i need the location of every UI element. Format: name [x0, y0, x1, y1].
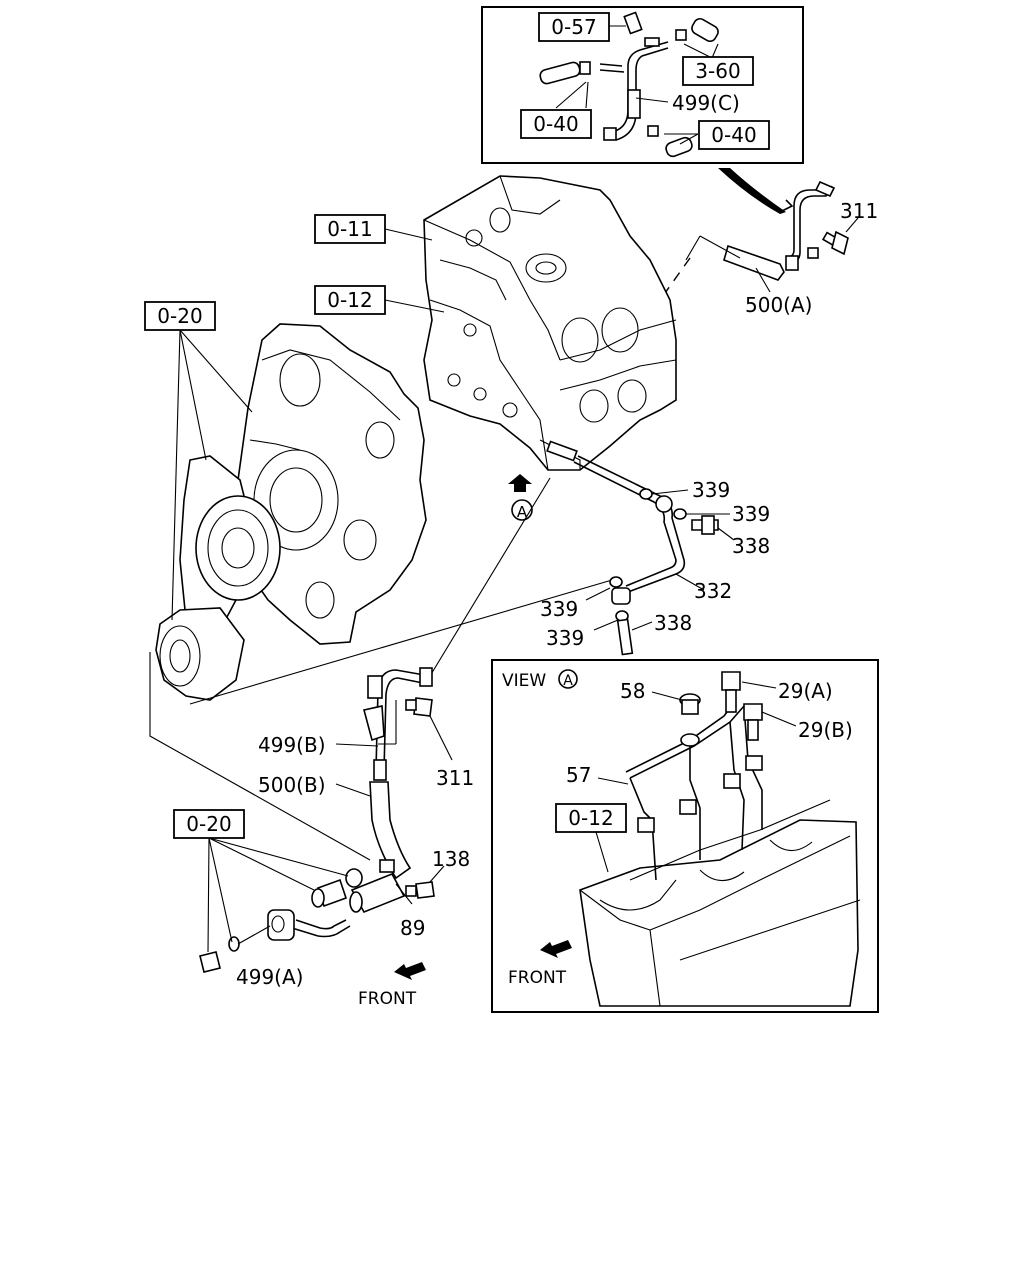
inset-frame — [481, 6, 804, 164]
bolt-311-top — [831, 230, 849, 256]
ref-057: 0-57 — [551, 15, 596, 39]
ref-box-360 — [682, 56, 754, 86]
washer-339-a — [639, 488, 653, 500]
ref-020-bottom: 0-20 — [186, 812, 231, 836]
part-label-311-mid: 311 — [436, 766, 474, 790]
view-a-frame — [491, 659, 879, 1013]
part-label-339-c: 339 — [540, 597, 578, 621]
ref-box-057 — [538, 12, 610, 42]
pipe-assembly-top-right: 311 500(A) — [659, 180, 878, 317]
inset-pointer — [718, 168, 786, 214]
part-label-138: 138 — [432, 847, 470, 871]
part-label-339-d: 339 — [546, 626, 584, 650]
part-label-89: 89 — [400, 916, 425, 940]
part-label-339-a: 339 — [692, 478, 730, 502]
ref-box-012-view — [555, 803, 627, 833]
washer-339-b — [673, 508, 687, 520]
view-a-title-marker: A — [563, 673, 573, 689]
hose-500b — [369, 781, 412, 880]
ref-360: 3-60 — [695, 59, 740, 83]
part-label-339-b: 339 — [732, 502, 770, 526]
bolt-29b — [743, 703, 763, 721]
fitting-040-left — [539, 61, 581, 85]
front-arrow-main — [394, 962, 426, 980]
bolt-338-b — [616, 618, 634, 656]
ref-box-020-top — [144, 301, 216, 331]
ref-box-040-right — [698, 120, 770, 150]
ref-box-011 — [314, 214, 386, 244]
front-label-main: FRONT — [358, 989, 417, 1009]
part-label-499b: 499(B) — [258, 733, 326, 757]
pipe-499c-outline — [611, 41, 669, 133]
pipe-332 — [577, 455, 686, 593]
part-label-499a: 499(A) — [236, 965, 303, 989]
ref-011: 0-11 — [327, 217, 372, 241]
part-label-500b: 500(B) — [258, 773, 326, 797]
front-cover-assembly — [155, 323, 427, 701]
view-a-inset: VIEW A 58 29(A) — [491, 659, 879, 1013]
ref-012: 0-12 — [327, 288, 372, 312]
bolt-29a — [721, 671, 741, 691]
ref-040-left: 0-40 — [533, 112, 578, 136]
part-label-332: 332 — [694, 579, 732, 603]
view-a-marker-circle — [511, 499, 533, 521]
washer-339-c — [609, 576, 623, 588]
fitting-360 — [691, 17, 719, 43]
ref-020-top: 0-20 — [157, 304, 202, 328]
pipe-332-assembly: 339 339 338 332 339 339 338 — [540, 455, 770, 656]
view-a-arrow — [508, 474, 532, 492]
plug-58 — [681, 699, 699, 715]
inset-pipe-499c: 0-57 3-60 499(C) 0-40 0-40 — [481, 6, 804, 164]
part-label-338-b: 338 — [654, 611, 692, 635]
part-label-311-top: 311 — [840, 199, 878, 223]
part-label-29a: 29(A) — [778, 679, 833, 703]
pipe-499b-assembly: 311 499(B) 500(B) 89 138 499(A) — [199, 667, 474, 989]
part-label-57: 57 — [566, 763, 591, 787]
view-a-marker: A — [517, 503, 528, 521]
bolt-138 — [415, 881, 435, 899]
part-label-499c: 499(C) — [672, 91, 740, 115]
ref-box-040-left — [520, 109, 592, 139]
ref-040-right: 0-40 — [711, 123, 756, 147]
ref-box-012 — [314, 285, 386, 315]
part-label-338-a: 338 — [732, 534, 770, 558]
block-section — [579, 819, 859, 1007]
hose-500a — [723, 244, 785, 281]
view-a-title: VIEW — [502, 671, 546, 691]
part-label-29b: 29(B) — [798, 718, 853, 742]
ref-012-view: 0-12 — [568, 806, 613, 830]
engine-block — [423, 175, 677, 471]
front-arrow-view — [540, 940, 572, 958]
front-label-view: FRONT — [508, 968, 567, 988]
part-label-58: 58 — [620, 679, 645, 703]
fitting-040-right — [665, 136, 693, 158]
part-label-500a: 500(A) — [745, 293, 812, 317]
fitting-057 — [623, 11, 643, 35]
